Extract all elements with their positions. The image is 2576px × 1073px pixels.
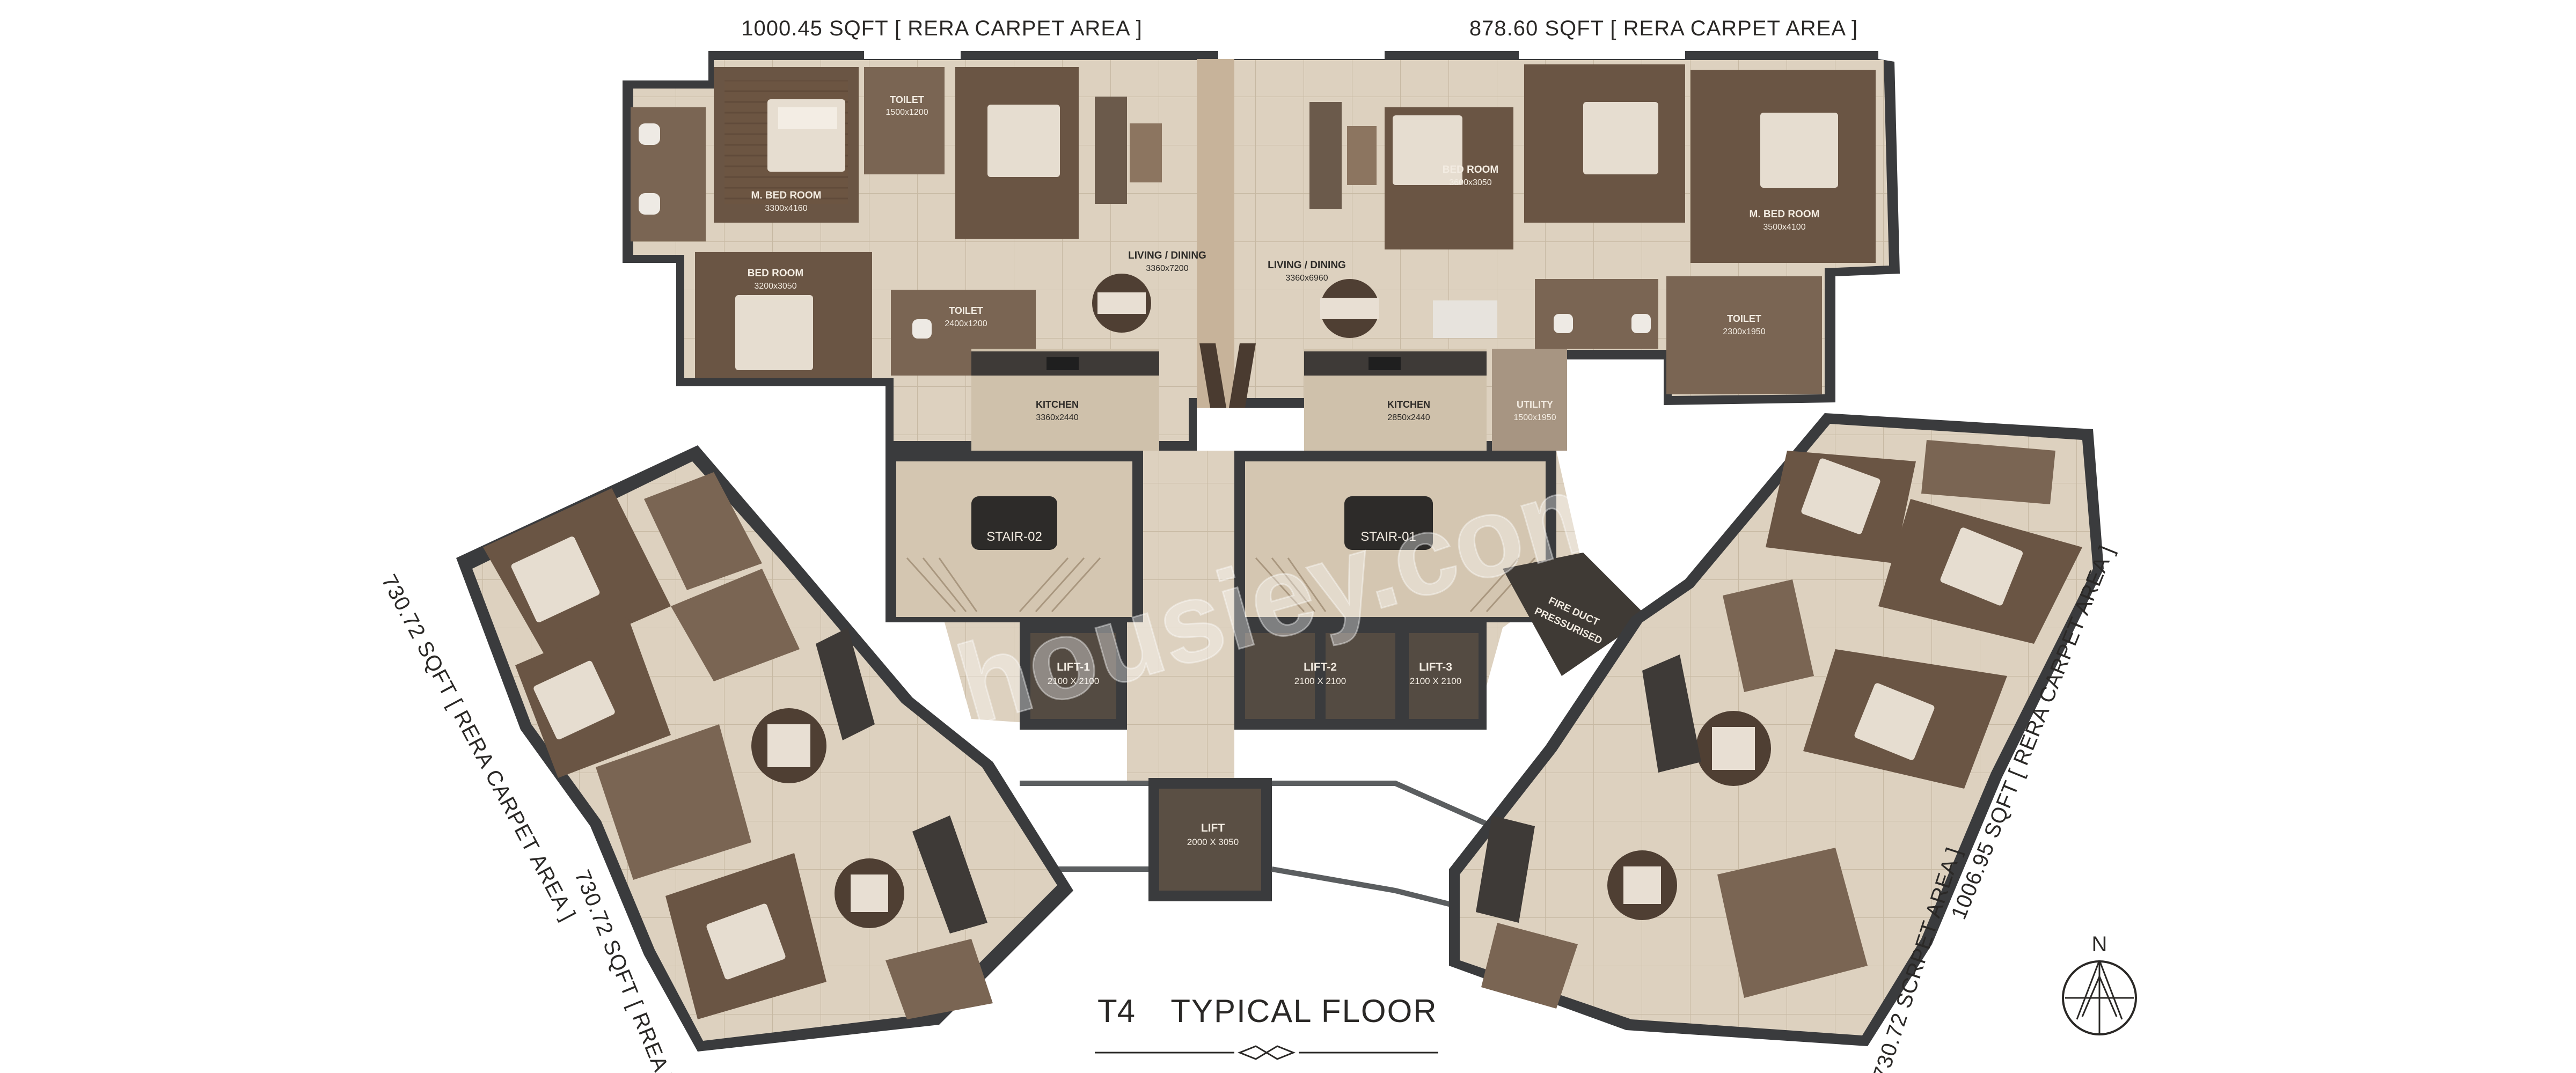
left-toilet xyxy=(671,569,800,681)
bed-right-dim: 3600x3050 xyxy=(1449,178,1491,187)
bed-left-dim: 3200x3050 xyxy=(754,282,796,291)
living-left-label: LIVING / DINING xyxy=(1128,250,1206,261)
m-bed-left-dim: 3300x4160 xyxy=(765,204,807,213)
toilet-mid-dim: 2400x1200 xyxy=(945,319,987,328)
stair-01-label: STAIR-01 xyxy=(1360,530,1416,544)
bed-right-label: BED ROOM xyxy=(1443,164,1499,175)
tower-label: T4 xyxy=(1097,993,1135,1029)
kitchen-left-dim: 3360x2440 xyxy=(1036,413,1078,422)
living-left-dim: 3360x7200 xyxy=(1146,264,1188,273)
lift-3-label: LIFT-3 xyxy=(1419,661,1452,673)
lift-2-dim: 2100 X 2100 xyxy=(1294,676,1346,686)
room-labels: M. BED ROOM 3300x4160 TOILET 1500x1200 B… xyxy=(748,94,1820,422)
north-arrow-icon xyxy=(2065,960,2134,1034)
fire-duct xyxy=(1503,553,1648,676)
right-toilet-2 xyxy=(1723,579,1814,692)
area-top-left: 1000.45 SQFT [ RERA CARPET AREA ] xyxy=(741,17,1142,40)
lift-1-label: LIFT-1 xyxy=(1057,661,1090,673)
left-toilet-3 xyxy=(885,939,993,1019)
toilet-right xyxy=(1666,276,1822,394)
lift-1-dim: 2100 X 2100 xyxy=(1048,676,1099,686)
floor-title: TYPICAL FLOOR xyxy=(1170,993,1437,1029)
bed-left-label: BED ROOM xyxy=(748,268,804,279)
compass-north-label: N xyxy=(2092,932,2107,956)
toilet-right-label: TOILET xyxy=(1727,313,1761,324)
area-top-right: 878.60 SQFT [ RERA CARPET AREA ] xyxy=(1469,17,1858,40)
m-bed-right-label: M. BED ROOM xyxy=(1750,209,1820,220)
utility-dim: 1500x1950 xyxy=(1513,413,1556,422)
m-bed-right-dim: 3500x4100 xyxy=(1763,223,1805,232)
left-wing xyxy=(456,445,1073,1052)
lift-3-dim: 2100 X 2100 xyxy=(1410,676,1461,686)
lift-2-label: LIFT-2 xyxy=(1304,661,1337,673)
title-block: T4 TYPICAL FLOOR xyxy=(1095,993,1438,1060)
lift-bottom-dim: 2000 X 3050 xyxy=(1187,837,1239,847)
core xyxy=(885,451,1648,909)
toilet-top-label: TOILET xyxy=(890,94,924,105)
toilet-top-dim: 1500x1200 xyxy=(885,108,928,117)
toilet-mid-label: TOILET xyxy=(949,305,983,316)
title-ornament xyxy=(1095,1045,1438,1060)
kitchen-left-label: KITCHEN xyxy=(1036,399,1079,410)
toilet-right-dim: 2300x1950 xyxy=(1723,327,1765,336)
utility-label: UTILITY xyxy=(1517,399,1553,410)
top-block xyxy=(623,51,1900,451)
compass: N xyxy=(2062,932,2137,1035)
stair-02-label: STAIR-02 xyxy=(986,530,1042,544)
right-toilet-1 xyxy=(1921,440,2055,504)
right-wing xyxy=(1449,413,2104,1046)
right-living xyxy=(1717,848,1868,998)
living-right-dim: 3360x6960 xyxy=(1285,274,1328,283)
stair-02-landing xyxy=(971,496,1057,550)
toilet-top xyxy=(864,67,945,174)
left-living xyxy=(596,724,751,880)
utility xyxy=(1492,349,1567,451)
lift-bottom-label: LIFT xyxy=(1201,822,1225,834)
living-right-label: LIVING / DINING xyxy=(1268,260,1346,271)
core-labels: STAIR-02 STAIR-01 FIRE DUCT PRESSURISED … xyxy=(986,530,1604,847)
right-toilet-3 xyxy=(1481,923,1578,1009)
kitchen-right-dim: 2850x2440 xyxy=(1387,413,1430,422)
stair-01-landing xyxy=(1344,496,1433,550)
m-bed-left-label: M. BED ROOM xyxy=(751,190,822,201)
left-toilet-2 xyxy=(644,472,762,590)
kitchen-right-label: KITCHEN xyxy=(1387,399,1430,410)
